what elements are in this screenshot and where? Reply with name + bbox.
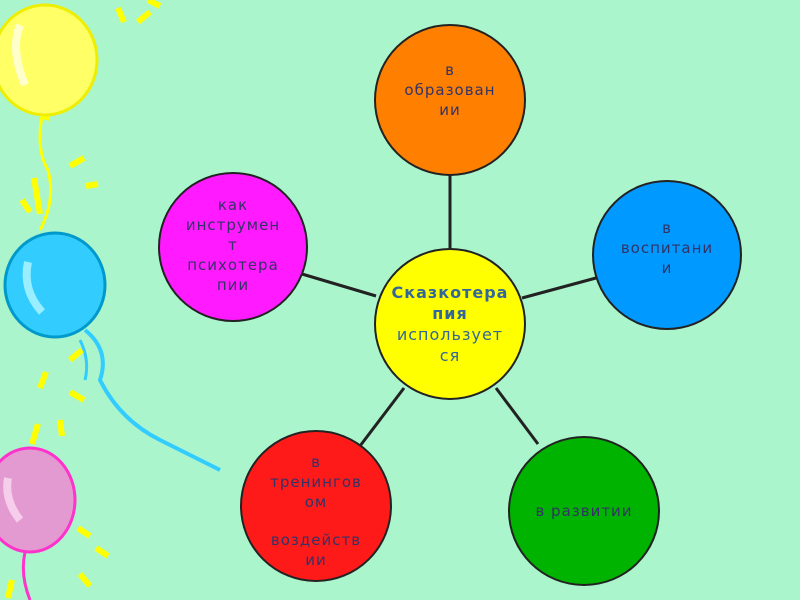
node-upbringing-line1: в: [662, 219, 672, 237]
node-education: в образован ии: [374, 24, 526, 176]
node-education-line3: ии: [439, 101, 461, 119]
node-training-line6: ии: [305, 551, 327, 569]
center-label-line2: пия: [432, 304, 468, 323]
node-psychotherapy-line5: пии: [216, 276, 250, 294]
node-psychotherapy: как инструмен т психотера пии: [158, 172, 308, 322]
node-training: в тренингов ом воздейств ии: [240, 430, 392, 582]
node-education-line1: в: [445, 61, 455, 79]
connector-lines: [301, 174, 597, 447]
pink-balloon: [0, 446, 77, 600]
node-education-line2: образован: [404, 81, 496, 99]
node-psychotherapy-line3: т: [228, 236, 238, 254]
blue-balloon: [3, 231, 221, 472]
center-node: Сказкотера пия использует ся: [374, 248, 526, 400]
node-training-line4: [270, 512, 362, 530]
node-training-line2: тренингов: [270, 473, 362, 491]
node-development-line1: в развитии: [535, 502, 633, 520]
yellow-balloon: [0, 3, 99, 231]
sun-rays-middle: [29, 347, 86, 445]
node-training-line1: в: [311, 453, 321, 471]
node-upbringing-line2: воспитани: [620, 239, 714, 257]
node-psychotherapy-line2: инструмен: [185, 216, 281, 234]
node-training-line3: ом: [304, 493, 328, 511]
center-label-line3: использует: [396, 325, 504, 344]
node-upbringing: в воспитани и: [592, 180, 742, 330]
node-development: в развитии: [508, 436, 660, 586]
node-upbringing-line3: и: [661, 259, 673, 277]
node-psychotherapy-line4: психотера: [187, 256, 279, 274]
sun-rays-bottom: [5, 525, 110, 599]
node-psychotherapy-line1: как: [217, 196, 249, 214]
node-training-line5: воздейств: [270, 531, 362, 549]
center-label-line4: ся: [439, 346, 461, 365]
center-label-line1: Сказкотера: [391, 283, 509, 302]
